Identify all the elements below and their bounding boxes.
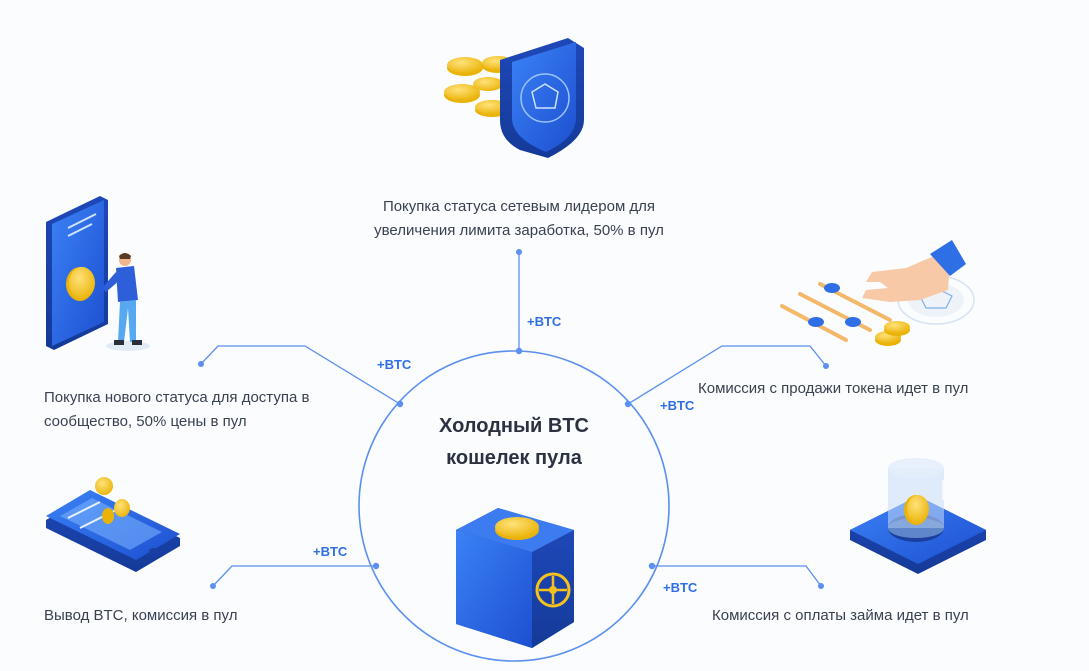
node-right-top-label: Комиссия с продажи токена идет в пул <box>698 377 998 401</box>
node-left-bottom-label: Вывод BTC, комиссия в пул <box>44 604 304 628</box>
node-right-top-tag: +BTC <box>660 398 695 413</box>
phone-person-icon <box>46 196 150 351</box>
node-right-bottom-tag: +BTC <box>663 580 698 595</box>
connector-right-bottom <box>652 565 822 587</box>
center-title-line2: кошелек пула <box>446 447 582 469</box>
glass-cylinder-icon <box>850 458 986 574</box>
hand-slider-icon <box>780 240 975 346</box>
mobile-wallet-icon <box>46 477 180 572</box>
center-title: Холодный BTC кошелек пула <box>400 410 628 474</box>
node-left-top-label: Покупка нового статуса для доступа в соо… <box>44 386 354 434</box>
center-title-line1: Холодный BTC <box>439 415 589 437</box>
node-left-bottom-tag: +BTC <box>313 544 348 559</box>
node-top-tag: +BTC <box>527 314 562 329</box>
pool-circle <box>358 350 670 662</box>
node-right-bottom-label: Комиссия с оплаты займа идет в пул <box>712 604 1002 628</box>
node-top-line1: Покупка статуса сетевым лидером для <box>382 198 656 215</box>
connectors <box>200 252 827 587</box>
node-left-top-line1: Покупка нового статуса для доступа в <box>44 389 310 406</box>
connector-dots <box>198 249 829 589</box>
node-right-bottom-line1: Комиссия с оплаты займа идет в пул <box>712 607 969 624</box>
shield-coins-icon <box>444 38 584 158</box>
node-left-top-line2: сообщество, 50% цены в пул <box>44 413 247 430</box>
safe-box-icon <box>456 508 574 648</box>
node-right-top-line1: Комиссия с продажи токена идет в пул <box>698 380 969 397</box>
connector-left-top <box>200 345 401 405</box>
node-top-line2: увеличения лимита заработка, 50% в пул <box>374 222 664 239</box>
connector-right-top <box>627 345 827 405</box>
node-left-bottom-line1: Вывод BTC, комиссия в пул <box>44 607 238 624</box>
connector-left-bottom <box>212 565 376 587</box>
node-left-top-tag: +BTC <box>377 357 412 372</box>
node-top-label: Покупка статуса сетевым лидером для увел… <box>344 195 694 243</box>
